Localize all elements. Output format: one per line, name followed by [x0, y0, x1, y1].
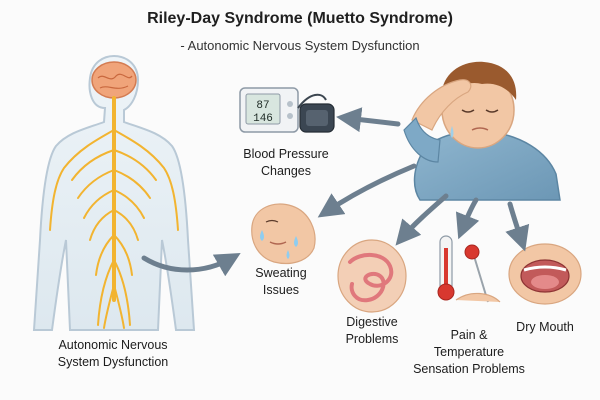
sweat-drop-icon — [294, 236, 298, 247]
label-line: Temperature — [433, 345, 505, 359]
label-line: Blood Pressure — [243, 147, 329, 161]
label-line: Digestive — [346, 315, 398, 329]
label-line: Dry Mouth — [516, 320, 574, 334]
label-dry-mouth: Dry Mouth — [500, 319, 590, 336]
label-line: Autonomic Nervous — [58, 338, 168, 352]
arrow-to-sweating — [317, 163, 417, 218]
label-line: Pain & — [450, 328, 488, 342]
arrow-to-dry-mouth — [505, 201, 530, 252]
thermometer-icon — [437, 235, 455, 301]
label-digestive: Digestive Problems — [330, 314, 414, 348]
dry-mouth-icon — [508, 243, 582, 305]
brain-icon — [91, 61, 137, 99]
page-subtitle: - Autonomic Nervous System Dysfunction — [180, 38, 420, 53]
sweat-drop-icon — [260, 230, 264, 241]
page-title: Riley-Day Syndrome (Muetto Syndrome) — [147, 10, 453, 27]
label-line: Problems — [345, 332, 399, 346]
label-line: Sensation Problems — [413, 362, 525, 376]
boy-arm — [411, 79, 472, 131]
human-body-figure — [32, 54, 196, 331]
arrow-to-digestive — [395, 193, 449, 246]
sweat-drop-icon — [286, 250, 290, 259]
boy-hair — [441, 61, 517, 100]
nerve-network — [49, 96, 179, 329]
label-sweating: Sweating Issues — [236, 265, 326, 299]
bp-diastolic-readout: 146 — [253, 113, 273, 125]
sweating-face-icon — [251, 203, 316, 265]
label-line: Sweating — [255, 266, 307, 280]
boy-illustration — [403, 61, 561, 201]
label-line: System Dysfunction — [57, 355, 169, 369]
label-line: Changes — [260, 164, 312, 178]
blood-pressure-monitor-icon — [239, 87, 335, 133]
digestive-system-icon — [337, 239, 407, 313]
boy-arm-sleeve — [403, 116, 441, 163]
connector-arrows — [141, 107, 530, 277]
bp-systolic-readout: 87 — [256, 100, 269, 112]
arrow-to-pain-temperature — [455, 197, 480, 240]
arrow-to-blood-pressure — [336, 107, 401, 133]
pin-icon — [455, 244, 501, 303]
label-line: Issues — [262, 283, 300, 297]
label-ans-dysfunction: Autonomic Nervous System Dysfunction — [38, 337, 188, 371]
label-pain-temperature: Pain & Temperature Sensation Problems — [404, 327, 534, 378]
arrow-body-to-sweating — [141, 253, 241, 277]
label-blood-pressure: Blood Pressure Changes — [226, 146, 346, 180]
